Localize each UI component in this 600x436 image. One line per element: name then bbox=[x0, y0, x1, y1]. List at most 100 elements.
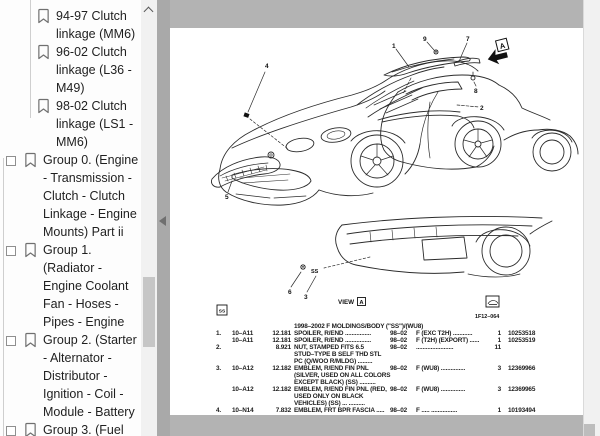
table-cell-qty: 1 bbox=[497, 330, 502, 337]
table-cell-item bbox=[216, 337, 232, 344]
table-cell-model: F (WU8) ............... bbox=[416, 386, 466, 393]
triangle-left-icon[interactable] bbox=[159, 216, 166, 226]
table-cell-item: 1. bbox=[216, 330, 222, 337]
desc-line: EMBLEM, FRT BPR FASCIA ..... bbox=[294, 407, 385, 414]
tree-expander-icon[interactable] bbox=[6, 246, 16, 256]
document-scrollbar[interactable] bbox=[583, 0, 600, 436]
table-cell-part bbox=[504, 344, 542, 365]
view-direction-arrow-icon: A bbox=[487, 37, 510, 65]
bookmark-icon bbox=[25, 422, 36, 436]
tree-expander-icon[interactable] bbox=[6, 336, 16, 346]
table-cell-ref: 12.181 bbox=[272, 330, 291, 337]
document-viewer: 1F12–064 bbox=[170, 0, 600, 436]
bookmarks-scrollbar[interactable] bbox=[141, 0, 157, 436]
bookmark-item[interactable]: 98-02 Clutch linkage (LS1 - MM6) bbox=[0, 97, 141, 151]
table-cell-model: F (WU8) ............... bbox=[416, 365, 466, 372]
parts-table: 1998–2002 F MOLDINGS/BODY ("SS")/(WU8) 1… bbox=[216, 323, 550, 414]
bookmarks-panel: 94-97 Clutch linkage (MM6) 96-02 Clutch l… bbox=[0, 0, 157, 436]
air-dam-part-drawing bbox=[211, 156, 281, 188]
callout-2: 2 bbox=[480, 105, 484, 112]
document-scrollbar-thumb[interactable] bbox=[584, 424, 595, 436]
bookmark-item[interactable]: 94-97 Clutch linkage (MM6) bbox=[0, 7, 141, 43]
spoiler-part-drawing bbox=[383, 49, 481, 81]
bookmark-item[interactable]: Group 1. (Radiator - Engine Coolant Fan … bbox=[0, 241, 141, 331]
table-cell-years: 98–02 bbox=[390, 365, 408, 372]
desc-line: PC (Q/WOO R/MLDG) ......... bbox=[294, 358, 373, 365]
bookmark-label: 98-02 Clutch linkage (LS1 - MM6) bbox=[56, 99, 134, 149]
table-header: 1998–2002 F MOLDINGS/BODY ("SS")/(WU8) bbox=[294, 323, 424, 330]
table-cell-years: 98–02 bbox=[390, 344, 408, 351]
table-cell-item: 4. bbox=[216, 407, 222, 414]
table-cell-model: ....................... bbox=[416, 344, 454, 351]
bookmark-icon bbox=[25, 332, 36, 348]
tree-expander-icon[interactable] bbox=[6, 426, 16, 436]
desc-line: STUD–TYPE B SELF THD STL bbox=[294, 351, 382, 358]
view-a-caption: VIEW A bbox=[338, 297, 366, 306]
bookmark-label: 96-02 Clutch linkage (L36 - M49) bbox=[56, 45, 132, 95]
bookmark-icon bbox=[38, 44, 49, 60]
table-cell-desc: EMBLEM, R/END FIN PNL(SILVER, USED ON AL… bbox=[294, 365, 390, 386]
table-cell-group bbox=[232, 344, 272, 365]
table-cell-qty: 3 bbox=[497, 386, 502, 393]
callout-8: 8 bbox=[474, 88, 478, 95]
table-cell-group: 10–A11 bbox=[232, 330, 254, 337]
tree-connector-line bbox=[30, 0, 31, 118]
bookmark-item[interactable]: 96-02 Clutch linkage (L36 - M49) bbox=[0, 43, 141, 97]
table-cell-part: 12369966 bbox=[508, 365, 536, 372]
bookmark-item[interactable]: Group 0. (Engine - Transmission - Clutch… bbox=[0, 151, 141, 241]
view-letter: A bbox=[359, 300, 364, 306]
ss-inline-label: SS bbox=[311, 269, 319, 275]
table-cell-qty: 1 bbox=[497, 407, 502, 414]
callout-numbers: 1 2 3 4 5 6 7 8 9 SS bbox=[225, 36, 484, 301]
panel-collapse-handle[interactable] bbox=[157, 0, 170, 436]
table-cell-desc: EMBLEM, R/END FIN PNL (RED,USED ONLY ON … bbox=[294, 386, 390, 407]
table-cell-group: 10–A12 bbox=[232, 365, 254, 372]
table-cell-item: 3. bbox=[216, 365, 222, 372]
tree-connector-line bbox=[3, 158, 4, 436]
bookmarks-scrollbar-thumb[interactable] bbox=[143, 277, 155, 347]
table-cell-ref: 12.181 bbox=[272, 337, 291, 344]
table-cell-qty: 3 bbox=[497, 365, 502, 372]
ss-box-label: SS bbox=[219, 309, 226, 315]
desc-line: VEHICLES) (SS) ... .......... bbox=[294, 400, 365, 407]
desc-line: EXCEPT BLACK) (SS) .......... bbox=[294, 379, 376, 386]
table-cell-part: 10253519 bbox=[508, 337, 536, 344]
bookmark-icon bbox=[25, 242, 36, 258]
table-cell-desc: SPOILER, R/END ................ bbox=[294, 330, 390, 337]
table-cell-desc: EMBLEM, FRT BPR FASCIA ..... bbox=[294, 407, 390, 414]
page-top-clipped-text: 1F12–064 bbox=[418, 28, 474, 30]
tree-expander-icon[interactable] bbox=[6, 156, 16, 166]
table-cell-years: 98–02 bbox=[390, 386, 408, 393]
table-cell-qty: 11 bbox=[494, 344, 502, 351]
callout-9: 9 bbox=[423, 36, 427, 43]
table-cell-years: 98–02 bbox=[390, 337, 408, 344]
desc-line: (SILVER, USED ON ALL COLORS bbox=[294, 372, 391, 379]
emblem-part-dot bbox=[243, 112, 250, 118]
table-cell-ref: 8.921 bbox=[275, 344, 291, 351]
desc-line: EMBLEM, R/END FIN PNL bbox=[294, 365, 369, 372]
bookmark-item[interactable]: Group 2. (Starter - Alternator - Distrib… bbox=[0, 331, 141, 421]
table-cell-group: 10–A11 bbox=[232, 337, 254, 344]
bookmark-item[interactable]: Group 3. (Fuel bbox=[0, 421, 141, 436]
bookmark-label: Group 3. (Fuel bbox=[43, 423, 124, 436]
chevron-up-icon[interactable] bbox=[143, 6, 154, 17]
bookmark-icon bbox=[25, 152, 36, 168]
table-cell-group: 10–A12 bbox=[232, 386, 254, 393]
rear-quarter-car-drawing bbox=[377, 74, 579, 172]
view-label: VIEW bbox=[338, 299, 354, 306]
table-cell-group: 10–N14 bbox=[232, 407, 254, 414]
parts-diagram: 1 2 3 4 5 6 7 8 9 SS A bbox=[211, 36, 579, 320]
desc-line: USED ONLY ON BLACK bbox=[294, 393, 364, 400]
desc-line: SPOILER, R/END ................ bbox=[294, 337, 372, 344]
bookmark-icon bbox=[38, 98, 49, 114]
bookmark-icon bbox=[38, 8, 49, 24]
table-cell-part: 10253518 bbox=[508, 330, 536, 337]
desc-line: SPOILER, R/END ................ bbox=[294, 330, 372, 337]
bookmark-label: 94-97 Clutch linkage (MM6) bbox=[56, 9, 136, 41]
rear-fascia-drawing bbox=[300, 215, 553, 278]
